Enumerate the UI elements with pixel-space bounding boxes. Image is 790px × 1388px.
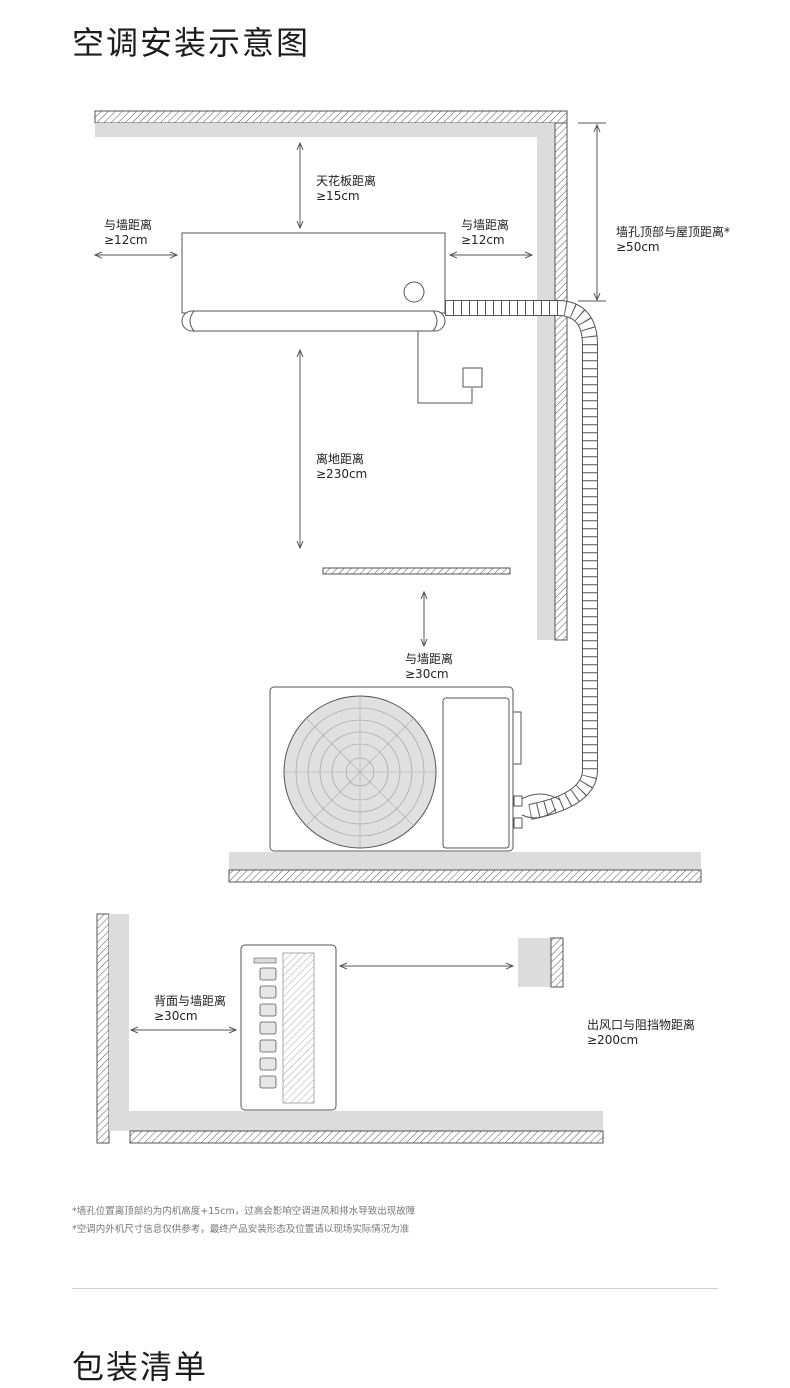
reference-floor xyxy=(322,567,511,575)
outlet-distance-label: 出风口与阻挡物距离 ≥200cm xyxy=(587,1018,696,1047)
packing-list-title: 包装清单 xyxy=(72,1348,209,1386)
right-wall xyxy=(537,122,568,641)
side-ground xyxy=(109,1111,604,1144)
section-divider xyxy=(72,1288,718,1289)
drain-pipe xyxy=(417,331,483,404)
obstacle xyxy=(518,937,564,988)
outdoor-ground xyxy=(228,852,702,883)
indoor-unit xyxy=(181,232,446,332)
ceiling-wall xyxy=(94,110,568,137)
outdoor-unit-side xyxy=(240,944,337,1111)
ceiling-distance-label: 天花板距离 ≥15cm xyxy=(316,174,377,203)
outdoor-wall-distance-label: 与墙距离 ≥30cm xyxy=(405,652,454,681)
footnote-1: *墙孔位置离顶部约为内机高度+15cm，过高会影响空调进风和排水导致出现故障 xyxy=(72,1206,416,1217)
right-wall-distance-label: 与墙距离 ≥12cm xyxy=(461,218,510,247)
page-title: 空调安装示意图 xyxy=(72,24,311,62)
outdoor-unit-front xyxy=(269,686,523,852)
refrigerant-hose xyxy=(445,300,598,820)
left-wall-distance-label: 与墙距离 ≥12cm xyxy=(104,218,153,247)
roof-distance-label: 墙孔顶部与屋顶距离* ≥50cm xyxy=(616,225,731,254)
back-wall xyxy=(96,913,129,1144)
floor-distance-label: 离地距离 ≥230cm xyxy=(316,452,368,481)
footnote-2: *空调内外机尺寸信息仅供参考，最终产品安装形态及位置请以现场实际情况为准 xyxy=(72,1224,410,1235)
back-wall-distance-label: 背面与墙距离 ≥30cm xyxy=(154,994,227,1023)
